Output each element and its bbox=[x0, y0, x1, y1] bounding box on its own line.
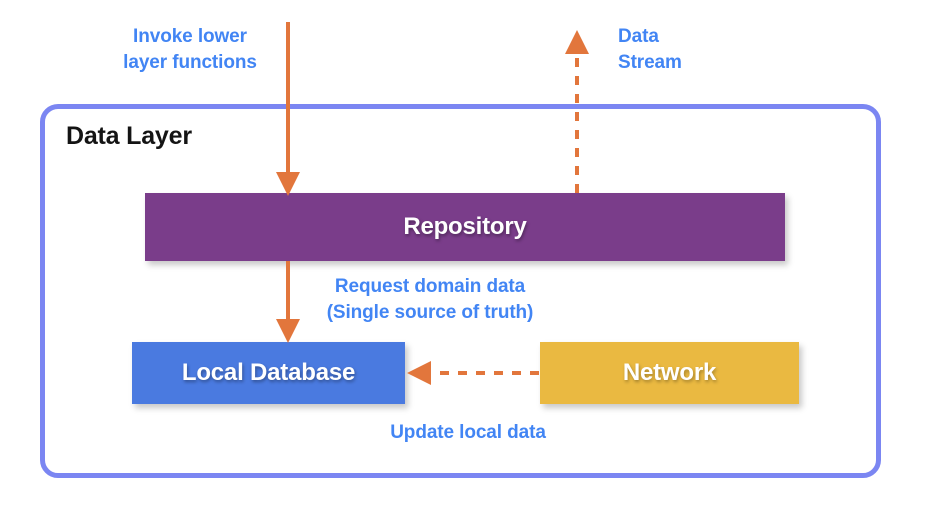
data-layer-container bbox=[40, 104, 881, 478]
node-local-database[interactable]: Local Database bbox=[132, 342, 405, 404]
label-update-local-data: Update local data bbox=[390, 422, 546, 443]
label-invoke-lower-layer-functions: Invoke lower layer functions bbox=[123, 26, 257, 74]
data-layer-title: Data Layer bbox=[66, 122, 192, 151]
node-local-database-label: Local Database bbox=[181, 359, 356, 386]
node-network[interactable]: Network bbox=[540, 342, 799, 404]
node-repository[interactable]: Repository bbox=[145, 193, 785, 261]
label-data-stream: Data Stream bbox=[618, 26, 682, 74]
label-request-domain-data: Request domain data (Single source of tr… bbox=[326, 276, 534, 324]
data-layer-title-text: Data Layer bbox=[66, 122, 192, 150]
node-repository-label: Repository bbox=[403, 213, 527, 240]
node-network-label: Network bbox=[622, 359, 717, 386]
